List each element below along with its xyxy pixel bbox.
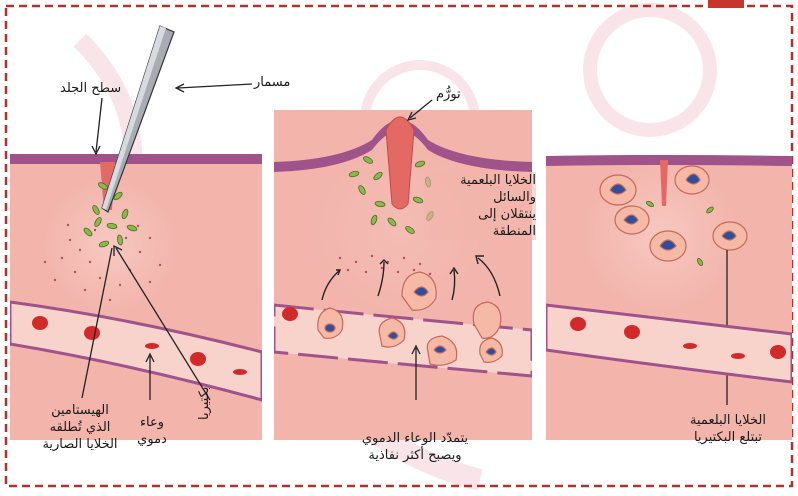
red-blood-cell xyxy=(570,317,586,331)
red-blood-cell xyxy=(282,307,298,321)
label-line: المنطقة xyxy=(424,223,536,240)
label-bacteria: بكتيريا xyxy=(196,387,213,420)
label-line: وعاء xyxy=(130,414,174,431)
red-blood-cell xyxy=(190,352,206,366)
label-histamine: الهيستامين الذي تُطلقه الخلايا الصارية xyxy=(30,402,130,453)
label-line: دموي xyxy=(130,431,174,448)
red-blood-cell xyxy=(731,353,745,359)
epidermis-layer xyxy=(10,154,262,164)
label-line: والسائل xyxy=(424,189,536,206)
label-line: الخلايا البلعمية xyxy=(668,412,788,429)
label-skin-surface: سطح الجلد xyxy=(60,80,121,97)
label-line: الخلايا البلعمية xyxy=(424,172,536,189)
red-blood-cell xyxy=(84,326,100,340)
label-blood-vessel: وعاء دموي xyxy=(130,414,174,448)
label-line: الخلايا الصارية xyxy=(30,436,130,453)
label-line: الهيستامين xyxy=(30,402,130,419)
corner-tab xyxy=(708,0,744,8)
label-phagocytes-engulf: الخلايا البلعمية تبتلع البكتيريا xyxy=(668,412,788,446)
label-line: تبتلع البكتيريا xyxy=(668,429,788,446)
label-phagocytes-move: الخلايا البلعمية والسائل ينتقلان إلى الم… xyxy=(424,172,536,240)
epidermis-layer xyxy=(546,155,792,166)
panel-3-phagocytosis xyxy=(546,155,792,440)
label-line: ويصبح أكثر نفاذية xyxy=(340,447,490,464)
panel-2-inflammation xyxy=(274,110,532,440)
red-blood-cell xyxy=(145,343,159,349)
red-blood-cell xyxy=(770,345,786,359)
red-blood-cell xyxy=(32,316,48,330)
label-nail: مسمار xyxy=(254,74,290,91)
label-vessel-dilates: يتمدّد الوعاء الدموي ويصبح أكثر نفاذية xyxy=(340,430,490,464)
red-blood-cell xyxy=(624,325,640,339)
red-blood-cell xyxy=(233,369,247,375)
label-line: ينتقلان إلى xyxy=(424,206,536,223)
panel-1-injury xyxy=(10,154,262,440)
red-blood-cell xyxy=(683,343,697,349)
label-swelling: تورُّم xyxy=(436,86,461,103)
label-line: الذي تُطلقه xyxy=(30,419,130,436)
panel-gap xyxy=(262,100,274,440)
panel-gap xyxy=(532,100,546,440)
label-line: يتمدّد الوعاء الدموي xyxy=(340,430,490,447)
